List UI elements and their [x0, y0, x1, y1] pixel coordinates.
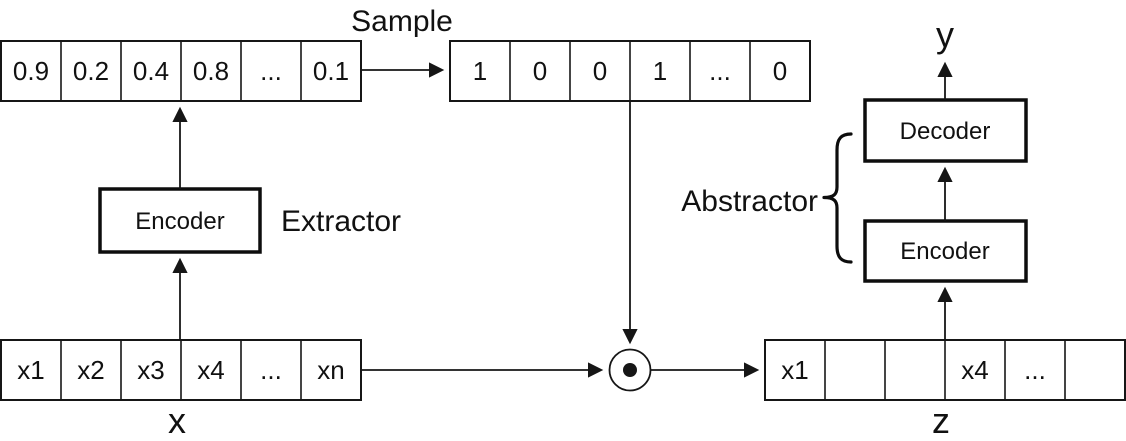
mask-cell: 1	[653, 56, 667, 86]
z-vector-label: z	[932, 400, 950, 441]
abstractor-encoder-box: Encoder	[863, 219, 1028, 283]
prob-cell: 0.4	[133, 56, 169, 86]
prob-cell: ...	[260, 56, 282, 86]
z-cell: x1	[781, 355, 808, 385]
abstractor-brace	[822, 132, 853, 264]
x-cell: x3	[137, 355, 164, 385]
mask-cell: 1	[473, 56, 487, 86]
elementwise-product-icon	[608, 348, 652, 392]
z-row: x1 x4 ...	[764, 339, 1126, 401]
x-row: x1 x2 x3 x4 ... xn	[0, 339, 362, 401]
prob-cell: 0.1	[313, 56, 349, 86]
mask-row: 1 0 0 1 ... 0	[449, 40, 811, 102]
z-cell: x4	[961, 355, 988, 385]
sample-label: Sample	[351, 5, 453, 38]
abstractor-decoder-box: Decoder	[863, 98, 1028, 163]
mask-cell: 0	[593, 56, 607, 86]
mask-cell: 0	[533, 56, 547, 86]
extractor-label: Extractor	[281, 205, 401, 238]
prob-cell: 0.2	[73, 56, 109, 86]
x-vector-label: x	[168, 400, 186, 441]
x-cell: x2	[77, 355, 104, 385]
mask-cell: ...	[709, 56, 731, 86]
mask-cell: 0	[773, 56, 787, 86]
abstractor-decoder-label: Decoder	[900, 118, 991, 145]
prob-cell: 0.8	[193, 56, 229, 86]
probability-row: 0.9 0.2 0.4 0.8 ... 0.1	[0, 40, 362, 102]
y-output-label: y	[936, 14, 954, 55]
abstractor-label: Abstractor	[681, 185, 818, 218]
prob-cell: 0.9	[13, 56, 49, 86]
extractor-encoder-label: Encoder	[135, 208, 224, 235]
extractor-encoder-box: Encoder	[98, 187, 262, 254]
x-cell: xn	[317, 355, 344, 385]
z-cell: ...	[1024, 355, 1046, 385]
x-cell: ...	[260, 355, 282, 385]
x-cell: x1	[17, 355, 44, 385]
abstractor-encoder-label: Encoder	[900, 238, 989, 265]
x-cell: x4	[197, 355, 224, 385]
